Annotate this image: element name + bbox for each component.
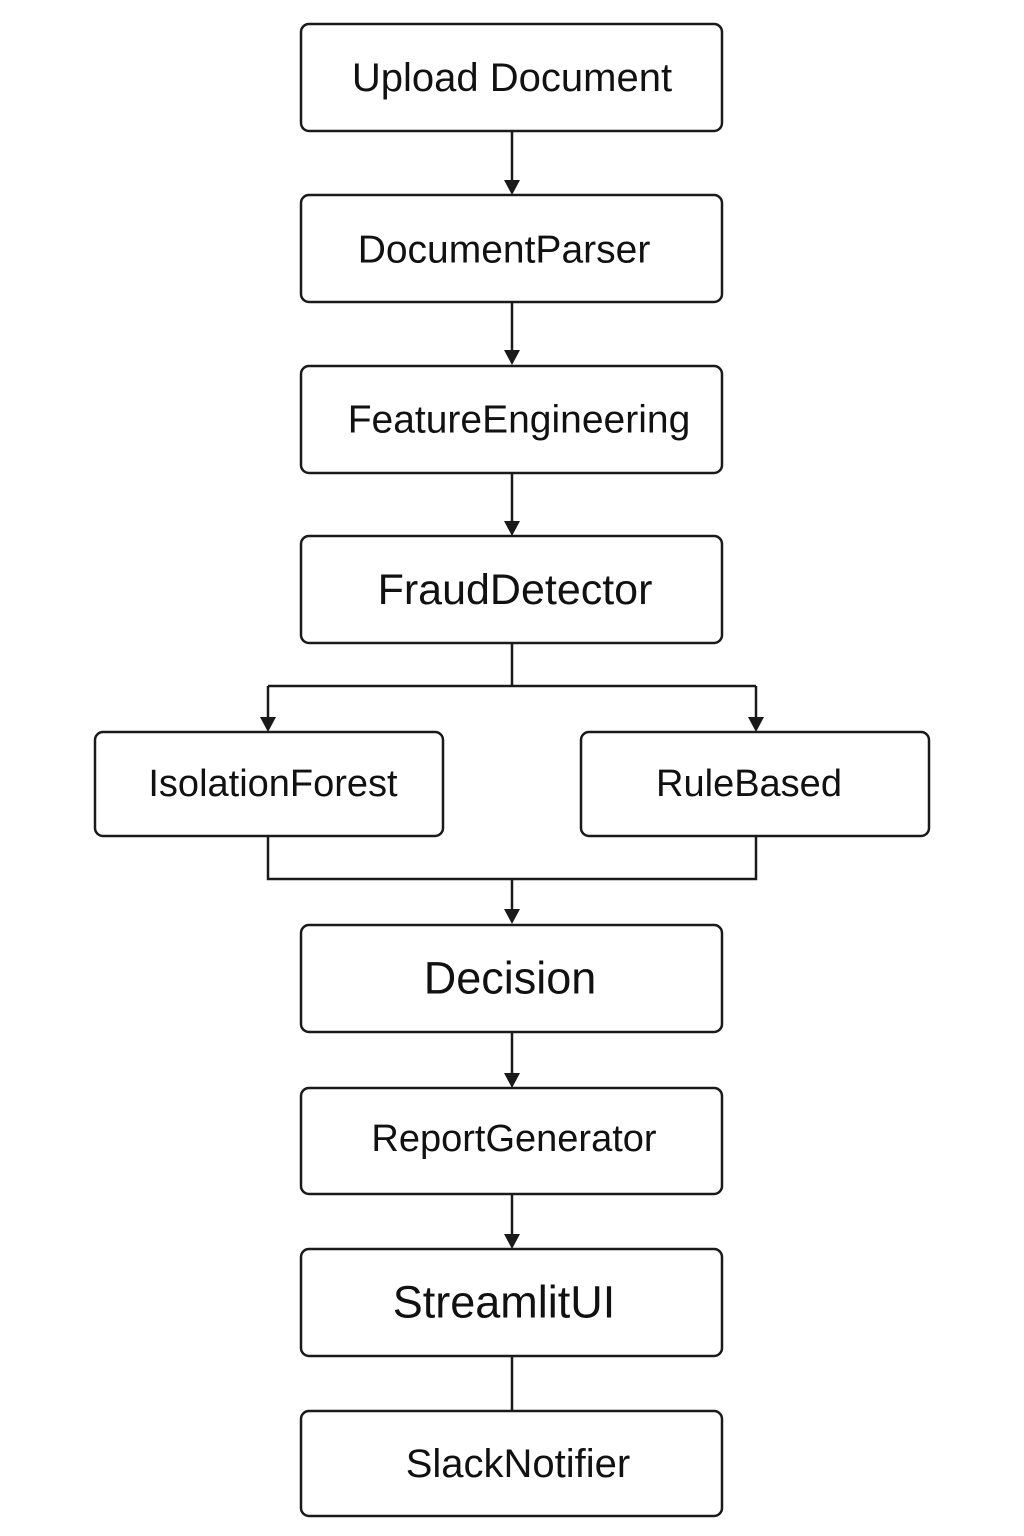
arrowhead-parser-to-feature bbox=[504, 350, 520, 365]
node-box bbox=[299, 534, 724, 645]
node-slack-notifier: SlackNotifier bbox=[299, 1409, 724, 1518]
node-box bbox=[299, 923, 724, 1034]
node-feature-engineering: FeatureEngineering bbox=[299, 364, 724, 475]
node-box bbox=[299, 364, 724, 475]
arrowhead-fraud-to-rule bbox=[748, 717, 764, 732]
node-box bbox=[299, 1247, 724, 1358]
arrowhead-upload-to-parser bbox=[504, 180, 520, 195]
node-rule-based: RuleBased bbox=[579, 730, 931, 838]
node-label: ReportGenerator bbox=[371, 1118, 656, 1160]
node-label: SlackNotifier bbox=[406, 1442, 631, 1486]
node-label: Upload Document bbox=[352, 56, 672, 100]
node-upload-document: Upload Document bbox=[299, 22, 724, 133]
node-label: RuleBased bbox=[656, 763, 842, 805]
node-fraud-detector: FraudDetector bbox=[299, 534, 724, 645]
node-box bbox=[299, 22, 724, 133]
connectors bbox=[260, 131, 764, 1411]
node-decision: Decision bbox=[299, 923, 724, 1034]
node-label: FraudDetector bbox=[378, 566, 653, 614]
node-box bbox=[299, 1086, 724, 1196]
arrowhead-merge-to-decision bbox=[504, 909, 520, 924]
node-box bbox=[299, 1409, 724, 1518]
edge-merge-to-decision bbox=[266, 836, 758, 911]
node-box bbox=[299, 193, 724, 304]
node-label: Decision bbox=[424, 953, 597, 1004]
node-box bbox=[579, 730, 931, 838]
node-box bbox=[93, 730, 445, 838]
node-label: StreamlitUI bbox=[393, 1277, 616, 1328]
node-label: IsolationForest bbox=[148, 763, 398, 805]
node-label: FeatureEngineering bbox=[348, 399, 691, 442]
edge-fraud-branch bbox=[266, 643, 758, 719]
node-report-generator: ReportGenerator bbox=[299, 1086, 724, 1196]
arrowhead-fraud-to-isolation bbox=[260, 717, 276, 732]
arrowhead-feature-to-fraud bbox=[504, 521, 520, 536]
node-streamlit-ui: StreamlitUI bbox=[299, 1247, 724, 1358]
node-isolation-forest: IsolationForest bbox=[93, 730, 445, 838]
arrowhead-report-to-streamlit bbox=[504, 1234, 520, 1249]
node-document-parser: DocumentParser bbox=[299, 193, 724, 304]
node-label: DocumentParser bbox=[358, 229, 651, 272]
arrowhead-decision-to-report bbox=[504, 1073, 520, 1088]
